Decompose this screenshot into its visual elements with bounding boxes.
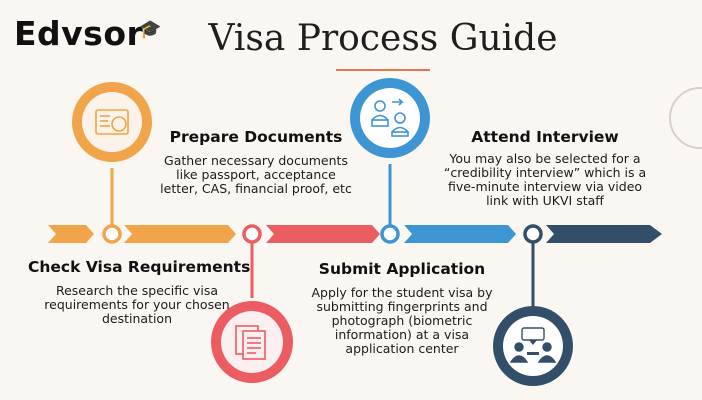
brand-logo: Edvsor🎓	[14, 14, 162, 53]
junction-node	[523, 224, 543, 244]
arrow-band	[48, 225, 662, 243]
step-3-description: Apply for the student visa by submitting…	[311, 285, 493, 356]
junction-node	[242, 224, 262, 244]
visa-stamp-icon	[95, 109, 129, 135]
arrow-segment	[48, 225, 94, 243]
documents-icon	[235, 325, 266, 360]
arrow-segment	[404, 225, 516, 243]
interview-icon	[509, 327, 557, 363]
junction-node	[380, 224, 400, 244]
junction-node	[102, 224, 122, 244]
arrow-segment	[124, 225, 236, 243]
connectors	[110, 164, 535, 310]
step-4-title: Attend Interview	[471, 128, 619, 146]
step-1-badge	[72, 82, 152, 162]
page-title: Visa Process Guide	[208, 18, 558, 59]
decorative-circle	[669, 87, 702, 149]
step-1-description: Research the specific visa requirements …	[44, 283, 230, 326]
brand-logo-text: Edvsor	[14, 14, 144, 53]
arrow-segment	[546, 225, 662, 243]
step-2-title: Prepare Documents	[169, 128, 343, 146]
step-3-badge	[350, 78, 430, 158]
biometric-submission-icon	[371, 98, 409, 137]
step-3-title: Submit Application	[318, 260, 486, 278]
graduation-cap-icon: 🎓	[139, 19, 163, 40]
step-2-badge	[211, 301, 293, 383]
step-2-description: Gather necessary documents like passport…	[160, 153, 352, 196]
step-4-badge	[493, 306, 573, 386]
step-4-description: You may also be selected for a “credibil…	[443, 151, 647, 208]
title-underline	[336, 69, 430, 71]
junction-nodes	[102, 224, 543, 244]
arrow-segment	[266, 225, 380, 243]
step-1-title: Check Visa Requirements	[28, 258, 251, 276]
